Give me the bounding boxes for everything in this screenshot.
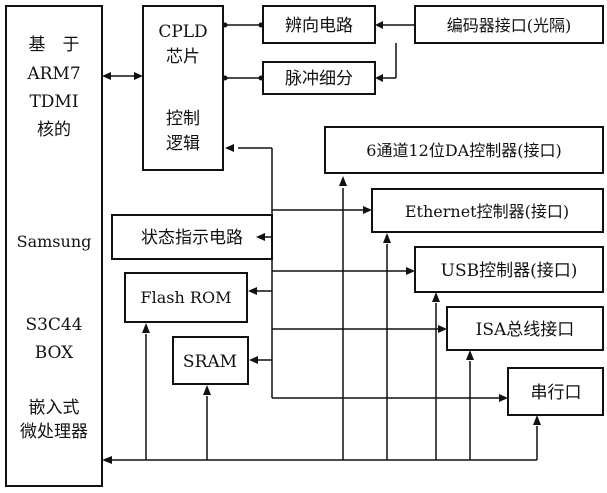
flash-rom-box (124, 272, 248, 323)
serial-port-box (507, 367, 604, 416)
cpld-line-3: 控制 (166, 109, 200, 129)
cpld-line-4: 逻辑 (166, 134, 200, 154)
bus-sram-arrow (249, 356, 258, 364)
encoder-interface-label: 编码器接口(光隔) (447, 16, 572, 35)
processor-line-2: ARM7 (26, 64, 80, 84)
ethernet-controller-label: Ethernet控制器(接口) (405, 202, 569, 221)
cpld-line-2: 芯片 (166, 47, 200, 67)
bus-status-arrow (256, 233, 265, 241)
cpld-box (142, 5, 224, 171)
usb-controller-label: USB控制器(接口) (441, 261, 578, 281)
processor-box (5, 5, 103, 487)
proc-cpld-arrow-left (102, 72, 111, 80)
isa-bus-label: ISA总线接口 (476, 320, 575, 340)
status-indicator-box (111, 214, 273, 260)
cpld-line-1: CPLD (158, 22, 207, 42)
serial-port-label: 串行口 (531, 383, 582, 403)
bus-flash-arrow (248, 287, 257, 295)
sram-box (172, 336, 249, 385)
sram-label: SRAM (183, 352, 237, 372)
processor-line-8: 嵌入式 (29, 398, 80, 418)
direction-circuit-box (262, 5, 376, 44)
isa-bus-box (446, 306, 604, 351)
da-controller-box (324, 126, 604, 174)
da-controller-label: 6通道12位DA控制器(接口) (366, 141, 561, 160)
direction-circuit-label: 辨向电路 (285, 16, 353, 36)
processor-line-5: Samsung (17, 232, 92, 251)
processor-line-1: 基 于 (29, 35, 80, 55)
processor-line-9: 微处理器 (20, 422, 88, 442)
processor-line-4: 核的 (37, 120, 71, 140)
processor-line-6: S3C44 (25, 315, 82, 335)
usb-controller-box (414, 246, 604, 293)
pulse-subdivision-label: 脉冲细分 (285, 69, 353, 89)
processor-line-7: BOX (35, 343, 74, 363)
processor-line-3: TDMI (29, 92, 78, 112)
encoder-interface-box (414, 5, 604, 44)
status-indicator-label: 状态指示电路 (141, 228, 243, 248)
proc-cpld-arrow-right (134, 72, 143, 80)
bottom-bus-arrow (102, 456, 112, 464)
ethernet-controller-box (371, 188, 604, 233)
flash-rom-label: Flash ROM (141, 288, 232, 307)
